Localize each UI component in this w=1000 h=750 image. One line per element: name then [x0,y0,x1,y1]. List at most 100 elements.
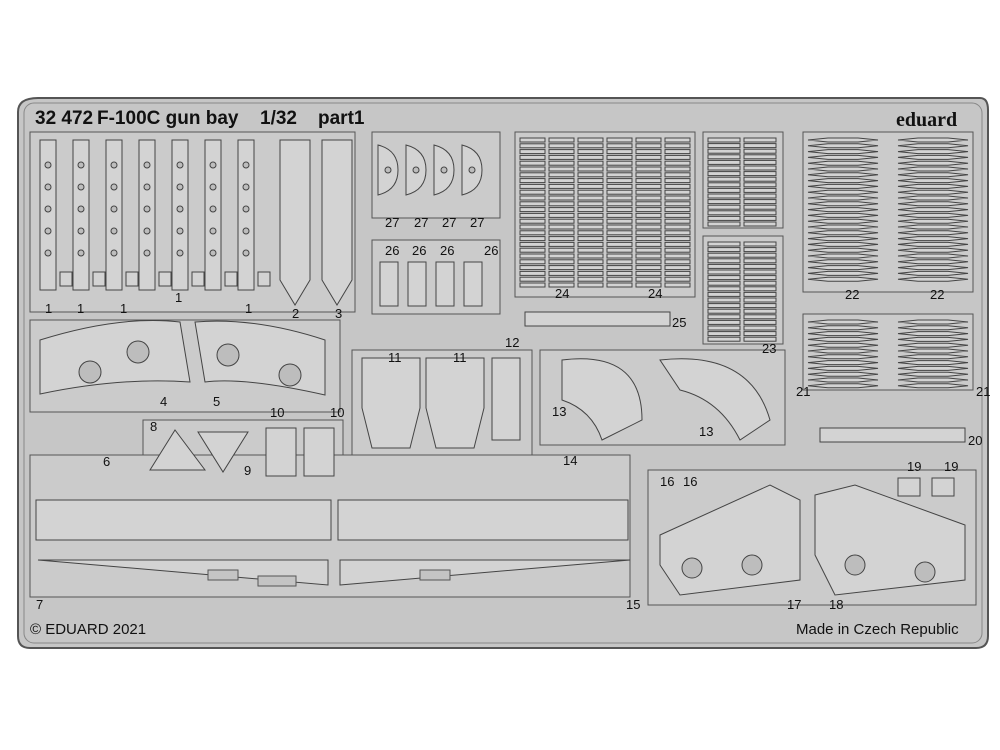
ladder-part [707,187,741,193]
hole [77,161,85,169]
ladder-part [664,259,691,265]
ladder-part [664,282,691,288]
part-number-label: 7 [36,597,43,612]
hole [44,161,52,169]
rod-part [807,224,879,230]
ladder-part [519,143,546,149]
hole [44,227,52,235]
ladder-part [635,265,662,271]
strip-part [138,139,156,291]
ladder-part [707,247,741,253]
part-number-label: 6 [103,454,110,469]
ladder-part [548,270,575,276]
ladder-part [577,276,604,282]
fret-inner-border [23,102,983,644]
ladder-part [664,160,691,166]
part-number-label: 26 [412,243,426,258]
hole [143,227,151,235]
ladder-part [606,253,633,259]
ladder-part [707,215,741,221]
ladder-part [548,154,575,160]
part-number-label: 13 [699,424,713,439]
ladder-part [635,212,662,218]
rod-part [897,265,969,271]
panel-part [39,320,191,395]
part-number-label: 1 [175,290,182,305]
ladder-part [577,236,604,242]
ladder-part [606,247,633,253]
rod-part [807,178,879,184]
ladder-part [577,189,604,195]
part-number-label: 3 [335,306,342,321]
rod-part [897,137,969,143]
ladder-part [664,183,691,189]
rod-part [807,259,879,265]
rod-part [897,241,969,247]
rod-part [807,218,879,224]
tab [59,271,73,287]
ladder-part [635,207,662,213]
hole [209,249,217,257]
clip-part [379,261,399,307]
part-number-label: 8 [150,419,157,434]
hole [242,205,250,213]
ladder-part [743,319,777,325]
ladder-part [664,201,691,207]
clip-part [435,261,455,307]
ladder-part [548,178,575,184]
ladder-part [743,258,777,264]
hole [209,183,217,191]
rod-part [807,276,879,282]
ladder-part [707,199,741,205]
rod-part [897,224,969,230]
eduard-logo: eduard [896,109,957,131]
plate-part [265,427,297,477]
rod-part [807,195,879,201]
ladder-part [707,204,741,210]
slot [257,575,297,587]
ladder-part [635,143,662,149]
rod-part [897,360,969,366]
strap-part [819,427,966,443]
ladder-part [606,178,633,184]
ladder-part [548,224,575,230]
hole [143,183,151,191]
part-number-label: 24 [555,286,569,301]
ladder-part [519,149,546,155]
ladder-part [664,247,691,253]
rod-part [807,189,879,195]
ladder-part [519,154,546,160]
rod-part [807,207,879,213]
tab [257,271,271,287]
hole [741,554,763,576]
hole [176,227,184,235]
hole [110,205,118,213]
ladder-part [577,212,604,218]
slot [207,569,239,581]
ladder-part [606,172,633,178]
part-number-label: 10 [330,405,344,420]
ladder-part [664,172,691,178]
strip-part [204,139,222,291]
rod-part [807,348,879,354]
hole [126,340,150,364]
ladder-part [664,224,691,230]
rod-part [807,154,879,160]
ladder-part [519,189,546,195]
ladder-part [707,314,741,320]
ladder-part [664,270,691,276]
ladder-part [707,286,741,292]
hole [209,227,217,235]
ladder-part [743,269,777,275]
origin-text: Made in Czech Republic [796,621,959,638]
ladder-part [577,166,604,172]
rod-part [897,342,969,348]
tab [191,271,205,287]
ladder-part [577,149,604,155]
hole [176,161,184,169]
ladder-part [635,189,662,195]
ladder-part [548,189,575,195]
cover-part [561,358,643,441]
long-panel [337,499,629,541]
ladder-part [519,195,546,201]
